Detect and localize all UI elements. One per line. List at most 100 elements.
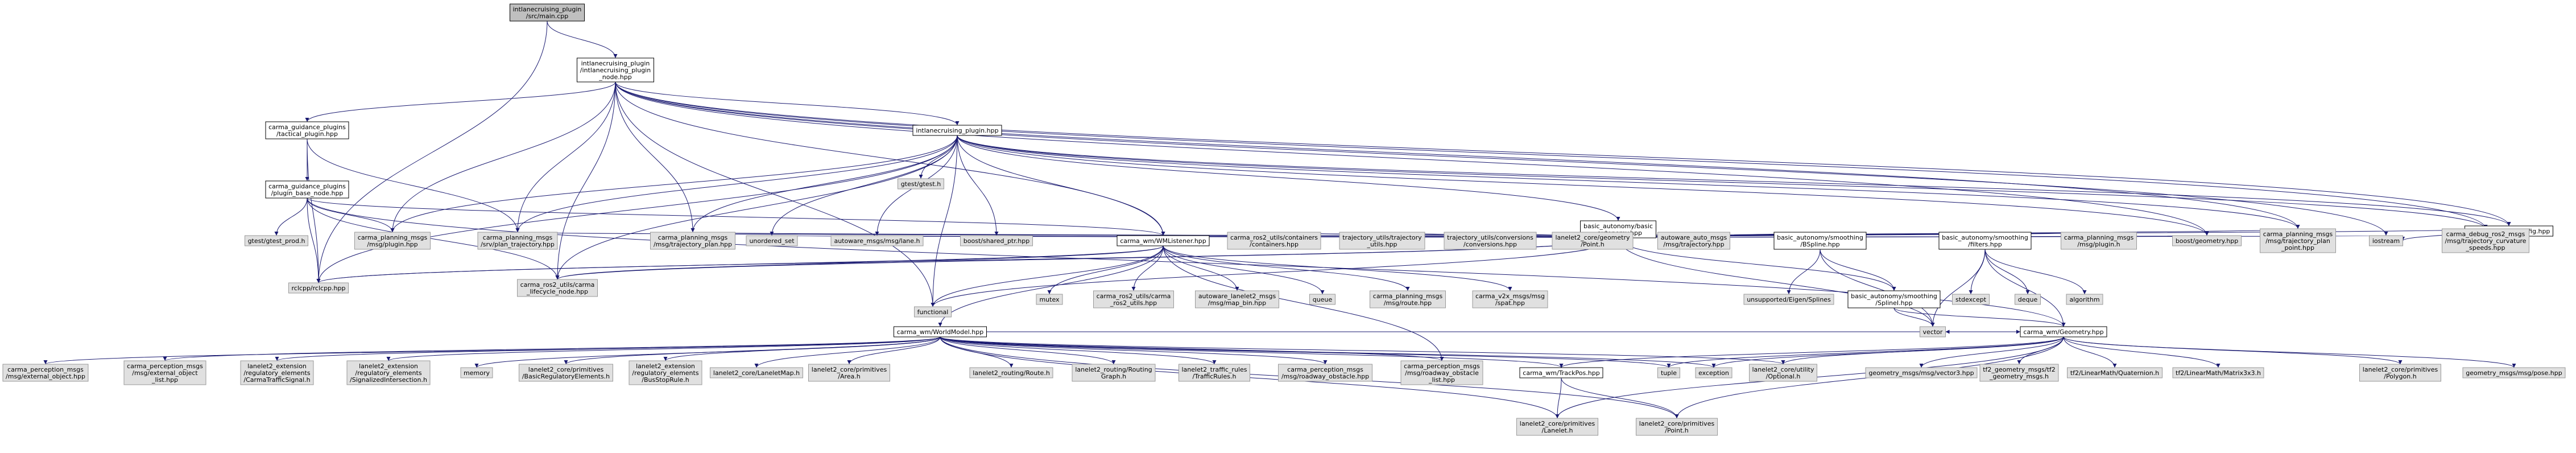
edge-intlane-plugin-to-boost-geometry [957,135,2209,236]
node-label: _node.hpp [598,73,631,81]
edge-worldmodel-to-traffic-rules [940,336,1217,365]
node-label: gtest/gtest.h [901,180,941,188]
node-label: lanelet2_core/primitives [1520,420,1595,427]
edge-worldmodel-to-roadway-obstacle-list [940,336,1444,361]
node-spline[interactable]: basic_autonomy/smoothing/SplineI.hpp [1847,290,1941,308]
node-trackpos[interactable]: carma_wm/TrackPos.hpp [1519,367,1603,378]
node-shared-ptr: boost/shared_ptr.hpp [960,235,1033,246]
edge-intlane-plugin-to-curvature [957,135,2488,229]
edge-guidance-tactical-to-rclcpp [307,138,321,283]
node-box [517,279,598,297]
node-box [346,360,431,385]
node-vector3: geometry_msgs/msg/vector3.hpp [1865,367,1978,378]
node-plan-traj-srv: carma_planning_msgs/srv/plan_trajectory.… [477,232,558,250]
edge-worldmodel-to-area [847,336,941,365]
node-traffic-rules: lanelet2_traffic_rules/TrafficRules.h [1179,364,1250,382]
node-ext-object: carma_perception_msgs/msg/external_objec… [2,364,89,382]
node-tuple: tuple [1657,367,1680,378]
node-box [1278,364,1372,382]
edge-intlane-node-to-intlane-plugin [615,81,960,126]
node-label: carma_perception_msgs [127,363,203,370]
node-label: tf2_geometry_msgs/tf2 [1983,366,2056,373]
edge-intlane-node-to-guidance-tactical [305,81,616,122]
edge-trackpos-to-prim-point [1561,377,1679,419]
node-quaternion: tf2/LinearMath/Quaternion.h [2067,367,2162,378]
node-box [1657,232,1730,250]
node-label: /msg/external_object.hpp [6,373,85,380]
edge-worldmodel-to-ext-object-list [163,336,941,361]
edge-geometry-to-matrix3 [2063,336,2221,368]
edge-basic-autonomy-to-vector [1618,237,1935,327]
node-wml[interactable]: carma_wm/WMListener.hpp [1117,235,1210,246]
node-box [894,326,987,337]
edge-intlane-plugin-to-basic-autonomy [957,135,1620,221]
node-label: lanelet2_core/primitives [2363,366,2438,373]
node-box [746,235,798,246]
node-functional: functional [914,306,952,318]
node-label: carma_planning_msgs [658,234,728,241]
node-bspline[interactable]: basic_autonomy/smoothing/BSpline.hpp [1773,232,1867,250]
node-exception: exception [1695,367,1733,378]
node-label: memory [464,369,490,377]
edge-intlane-plugin-to-traj-plan-point [957,135,2300,229]
node-label: iostream [2372,237,2400,245]
node-label: /regulatory_elements [355,369,421,377]
edge-geometry-to-tuple [1667,336,2064,368]
node-box [460,367,493,378]
edge-trackpos-to-lanelet [1555,377,1562,419]
edge-worldmodel-to-trackpos [940,336,1564,368]
node-label: lanelet2_extension [247,363,307,370]
node-box [1847,290,1941,308]
node-label: mutex [1039,296,1060,303]
node-queue: queue [1309,294,1335,305]
node-curvature: carma_debug_ros2_msgs/msg/trajectory_cur… [2442,228,2529,253]
node-label: basic_autonomy/smoothing [1851,293,1937,300]
node-box [265,121,349,139]
edge-worldmodel-to-bus-stop [663,336,941,361]
node-box [477,232,558,250]
node-box [2067,367,2162,378]
node-label: /msg/plugin.hpp [367,241,417,248]
node-boost-geometry: boost/geometry.hpp [2172,235,2242,246]
edge-intlane-node-to-plan-traj-srv [515,81,616,233]
node-intlane-plugin[interactable]: intlanecruising_plugin.hpp [912,125,1002,136]
edge-intlane-plugin-to-wml [957,135,1165,236]
node-label: /filters.hpp [1968,241,2002,248]
node-label: Graph.h [1101,373,1126,380]
node-label: carma_planning_msgs [2064,234,2134,241]
node-matrix3: tf2/LinearMath/Matrix3x3.h [2172,367,2264,378]
node-traffic-signal: lanelet2_extension/regulatory_elements/C… [240,360,314,385]
node-label: /regulatory_elements [632,369,698,377]
node-label: tf2/LinearMath/Matrix3x3.h [2176,369,2261,377]
edge-wml-to-spat [1163,245,1512,291]
node-filters[interactable]: basic_autonomy/smoothing/filters.hpp [1938,232,2032,250]
edge-geometry-to-quaternion [2063,336,2117,368]
node-traj-plan: carma_planning_msgs/msg/trajectory_plan.… [650,232,735,250]
node-routing-route: lanelet2_routing/Route.h [969,367,1053,378]
node-mutex: mutex [1036,294,1063,305]
edge-wml-to-functional [931,245,1164,307]
node-label: /containers.hpp [1250,241,1299,248]
node-memory: memory [460,367,493,378]
node-box [914,306,952,318]
node-guidance-base[interactable]: carma_guidance_plugins/plugin_base_node.… [265,180,349,199]
node-worldmodel[interactable]: carma_wm/WorldModel.hpp [894,326,987,337]
node-traj-utils: trajectory_utils/trajectory_utils.hpp [1339,232,1425,250]
node-box [969,367,1053,378]
node-geometry[interactable]: carma_wm/Geometry.hpp [2020,326,2107,337]
edge-wml-to-worldmodel [938,245,1164,327]
node-guidance-tactical[interactable]: carma_guidance_plugins/tactical_plugin.h… [265,121,349,139]
node-root[interactable]: intlanecruising_plugin/src/main.cpp [510,3,585,22]
edge-intlane-node-to-iostream [615,81,2388,236]
node-label: _point.hpp [2281,244,2314,252]
node-label: /msg/plugin.h [2077,241,2120,248]
node-label: basic_autonomy/smoothing [1942,234,2028,241]
node-algorithm: algorithm [2066,294,2103,305]
node-intlane-node[interactable]: intlanecruising_plugin/intlanecruising_p… [577,57,654,83]
node-label: carma_debug_ros2_msgs [2446,230,2525,238]
edge-wml-to-rclcpp [316,245,1164,283]
node-box [1472,290,1548,308]
edge-root-to-rclcpp [316,20,548,283]
node-box [1636,418,1718,436]
